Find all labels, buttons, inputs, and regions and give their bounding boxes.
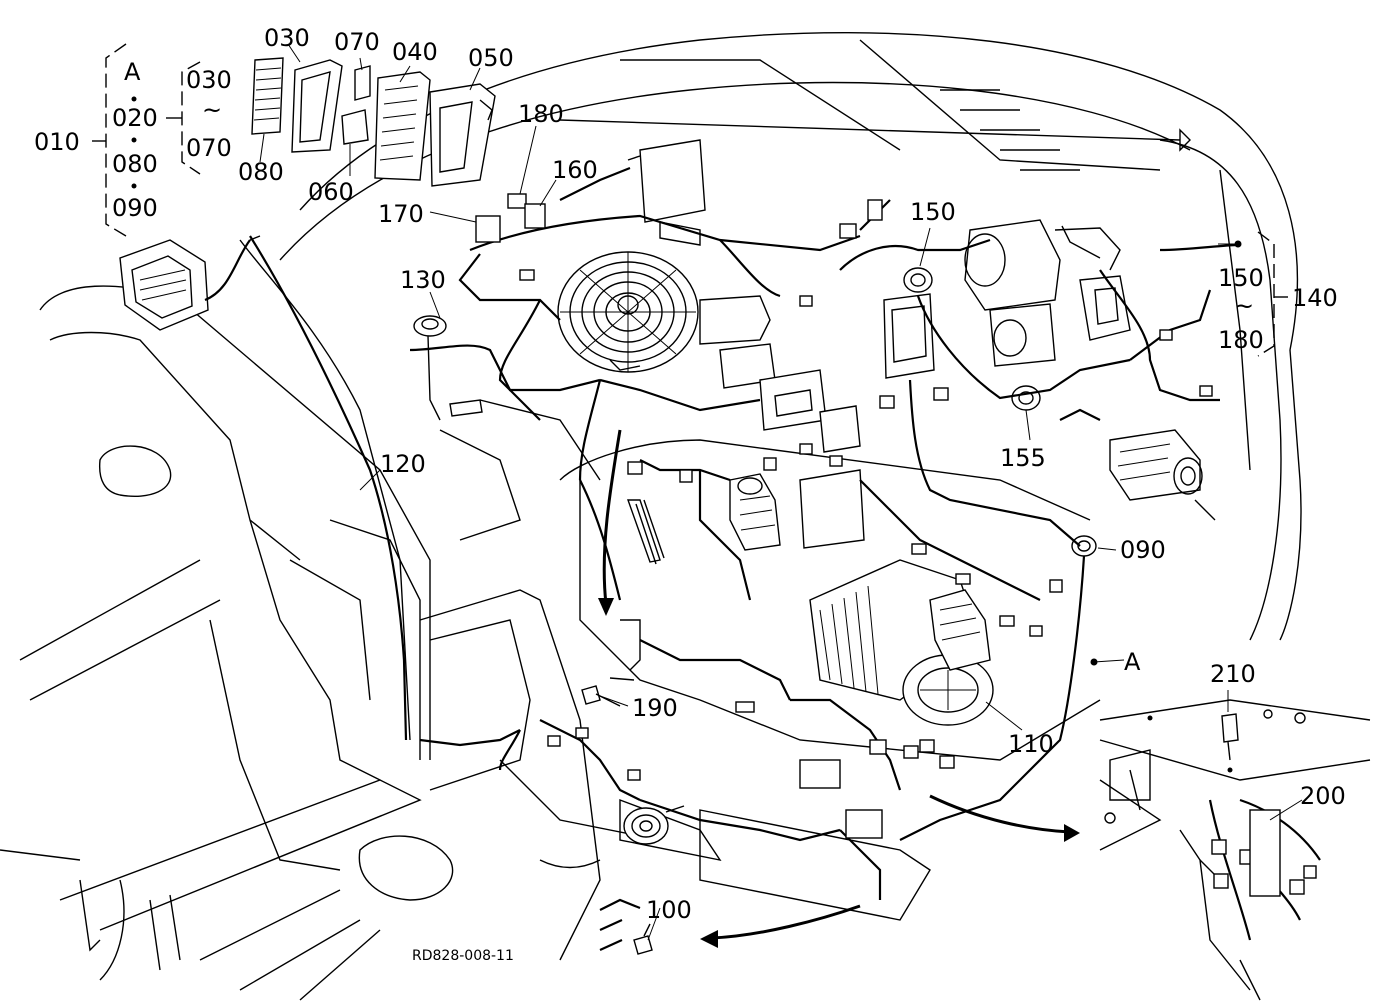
drive-motor: [1109, 429, 1203, 501]
callout-090: 090: [1120, 536, 1166, 564]
callout-050: 050: [468, 44, 514, 72]
callout-030-range: 030: [186, 66, 232, 94]
callout-labels: 010 A 020 080 090 030 ~ 070 030 070 040 …: [34, 24, 1346, 964]
callout-170: 170: [378, 200, 424, 228]
callout-100: 100: [646, 896, 692, 924]
callout-a-wire: A: [1124, 648, 1141, 676]
callout-200: 200: [1300, 782, 1346, 810]
solenoid-valve-block: [699, 295, 827, 431]
callout-070-range: 070: [186, 134, 232, 162]
bolts: [581, 685, 1239, 955]
fuse-box-cluster: [251, 57, 496, 187]
right-floor-section: [1099, 699, 1371, 1001]
callout-tilde-left: ~: [202, 96, 222, 124]
joystick-left: [729, 473, 781, 551]
callout-110: 110: [1008, 730, 1054, 758]
drawing-id: RD828-008-11: [412, 948, 514, 964]
callout-010: 010: [34, 128, 80, 156]
callout-090-left: 090: [112, 194, 158, 222]
leader-lines: [259, 43, 1303, 941]
callout-210: 210: [1210, 660, 1256, 688]
reference-dots: [131, 96, 1242, 666]
grouping-brackets: [92, 43, 1288, 357]
callout-160: 160: [552, 156, 598, 184]
callout-040: 040: [392, 38, 438, 66]
callout-140: 140: [1292, 284, 1338, 312]
callout-130: 130: [400, 266, 446, 294]
sensor-130: [413, 315, 483, 421]
relay-bracket: [609, 499, 665, 681]
boom-structure: [0, 235, 454, 1001]
control-panel: [799, 293, 935, 549]
callout-155: 155: [1000, 444, 1046, 472]
callout-tilde-right: ~: [1234, 292, 1254, 320]
connectors: [475, 193, 1317, 897]
callout-080-left: 080: [112, 150, 158, 178]
callout-190: 190: [632, 694, 678, 722]
cooling-fan: [557, 251, 699, 373]
callout-180: 180: [518, 100, 564, 128]
callout-180-range: 180: [1218, 326, 1264, 354]
pump-assembly: [964, 219, 1131, 367]
callout-070: 070: [334, 28, 380, 56]
callout-030: 030: [264, 24, 310, 52]
horn: [623, 805, 685, 845]
callout-080: 080: [238, 158, 284, 186]
controller-unit-top: [627, 139, 706, 246]
callout-150: 150: [910, 198, 956, 226]
work-light: [119, 239, 251, 331]
grommets: [903, 267, 1097, 557]
callout-a-top: A: [124, 58, 141, 86]
callout-020: 020: [112, 104, 158, 132]
flow-arrows: [598, 429, 1080, 948]
callout-150-range: 150: [1218, 264, 1264, 292]
callout-120: 120: [380, 450, 426, 478]
callout-060: 060: [308, 178, 354, 206]
heater-unit: [809, 559, 994, 726]
